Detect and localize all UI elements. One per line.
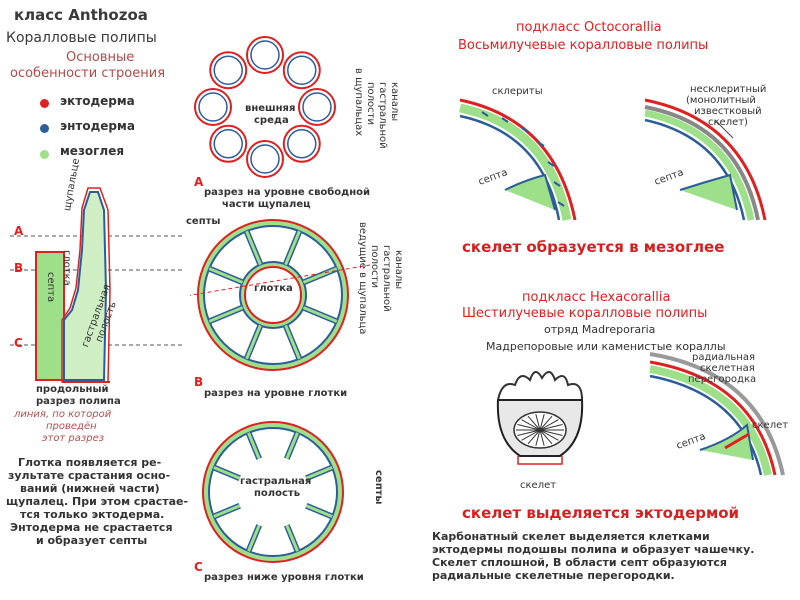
octo-name: Восьмилучевые коралловые полипы (458, 38, 708, 53)
paragraph-line: Скелет сплошной, В области септ образуют… (432, 556, 727, 569)
radial-1: радиальная (692, 352, 755, 363)
level-c-label: C (14, 336, 23, 350)
cut-line-2: проведён (46, 421, 97, 432)
nonsclerite-4: скелет) (708, 117, 748, 128)
paragraph-line: Карбонатный скелет выделяется клетками (432, 530, 710, 543)
paragraph-line: зультате срастания осно- (8, 469, 170, 482)
hexa-skeleton-label: скелет (752, 420, 788, 431)
paragraph-line: Энтодерма не срастается (10, 521, 173, 534)
section-c-septa-label: септы (373, 470, 384, 504)
tentacle-canal (199, 93, 227, 121)
ectoderm-dot (40, 99, 49, 108)
section-a-side-1: каналы (389, 82, 400, 121)
section-b-letter: B (194, 375, 203, 389)
class-title: класс Anthozoa (14, 6, 148, 24)
level-b-label: B (14, 261, 23, 275)
section-c-inner-1: гастральная (240, 476, 311, 487)
section-a-side-3: полости (365, 82, 376, 125)
septa-label: септа (45, 272, 56, 302)
octo-subclass: подкласс Octocorallia (516, 20, 662, 35)
radial-3: перегородка (688, 374, 756, 385)
tentacle-canal (214, 56, 242, 84)
nonsclerite-3: известковый (694, 106, 762, 117)
section-b-diagram (190, 215, 370, 375)
section-a-side-2: гастральной (377, 82, 388, 149)
sclerites-label: склериты (492, 86, 543, 97)
section-b-septa-label: септы (186, 216, 220, 227)
subtitle: Коралловые полипы (6, 30, 157, 46)
legend-ectoderm: эктодерма (60, 94, 135, 108)
hexa-order: отряд Madreporaria (544, 323, 655, 336)
octo-conclusion: скелет образуется в мезоглее (462, 238, 724, 256)
longitudinal-caption-1: продольный (36, 384, 109, 395)
features-line-1: Основные (66, 50, 134, 65)
section-a-side-4: в щупальцах (353, 68, 364, 136)
mesoglea-dot (40, 150, 49, 159)
endoderm-dot (40, 124, 49, 133)
nonsclerite-2: (монолитный (686, 95, 756, 106)
tentacle-canal (288, 56, 316, 84)
paragraph-line: Глотка появляется ре- (18, 456, 161, 469)
tentacle-canal (303, 93, 331, 121)
section-a-caption-1: разрез на уровне свободной (204, 187, 370, 198)
paragraph-line: щупалец. При этом срастае- (6, 495, 188, 508)
section-a-caption-2: части щупалец (222, 199, 311, 210)
pharynx-label: глотка (61, 250, 72, 286)
tentacle-canal (251, 41, 279, 69)
paragraph-line: радиальные скелетные перегородки. (432, 569, 675, 582)
cut-line-3: этот разрез (42, 433, 104, 444)
section-a-inner-1: внешняя (245, 103, 295, 114)
radial-2: скелетная (700, 363, 755, 374)
hexa-conclusion: скелет выделяется эктодермой (462, 504, 739, 522)
features-line-2: особенности строения (10, 66, 165, 81)
section-a-inner-2: среда (254, 115, 289, 126)
coral-cup-drawing (490, 360, 590, 470)
hexa-subclass: подкласс Hexacorallia (522, 290, 670, 305)
section-b-side-2: гастральной (381, 245, 392, 312)
paragraph-line: эктодермы подошвы полипа и образует чаше… (432, 543, 754, 556)
section-c-inner-2: полость (254, 488, 300, 499)
legend-mesoglea: мезоглея (60, 144, 124, 158)
tentacle-canal (288, 130, 316, 158)
hexa-name: Шестилучевые коралловые полипы (462, 306, 707, 321)
legend-endoderm: энтодерма (60, 119, 135, 133)
paragraph-line: ваний (нижней части) (20, 482, 160, 495)
paragraph-line: тся только эктодерма. (20, 508, 164, 521)
tentacle-canal (251, 145, 279, 173)
tentacle-canal (214, 130, 242, 158)
section-a-letter: A (194, 175, 203, 189)
section-b-side-1: каналы (393, 250, 404, 289)
section-c-letter: C (194, 560, 203, 574)
section-b-side-3: полости (369, 245, 380, 288)
longitudinal-caption-2: разрез полипа (36, 396, 121, 407)
cup-skeleton-label: скелет (520, 480, 556, 491)
section-b-caption: разрез на уровне глотки (204, 388, 347, 399)
section-b-side-4: ведущие в щупальца (357, 222, 368, 334)
nonsclerite-1: несклеритный (690, 84, 766, 95)
section-c-caption: разрез ниже уровня глотки (204, 572, 364, 583)
paragraph-line: и образует септы (36, 534, 147, 547)
level-a-label: A (14, 224, 23, 238)
polyp-longitudinal-diagram (0, 170, 200, 400)
cut-line-1: линия, по которой (14, 409, 111, 420)
section-b-pharynx-label: глотка (254, 283, 293, 294)
